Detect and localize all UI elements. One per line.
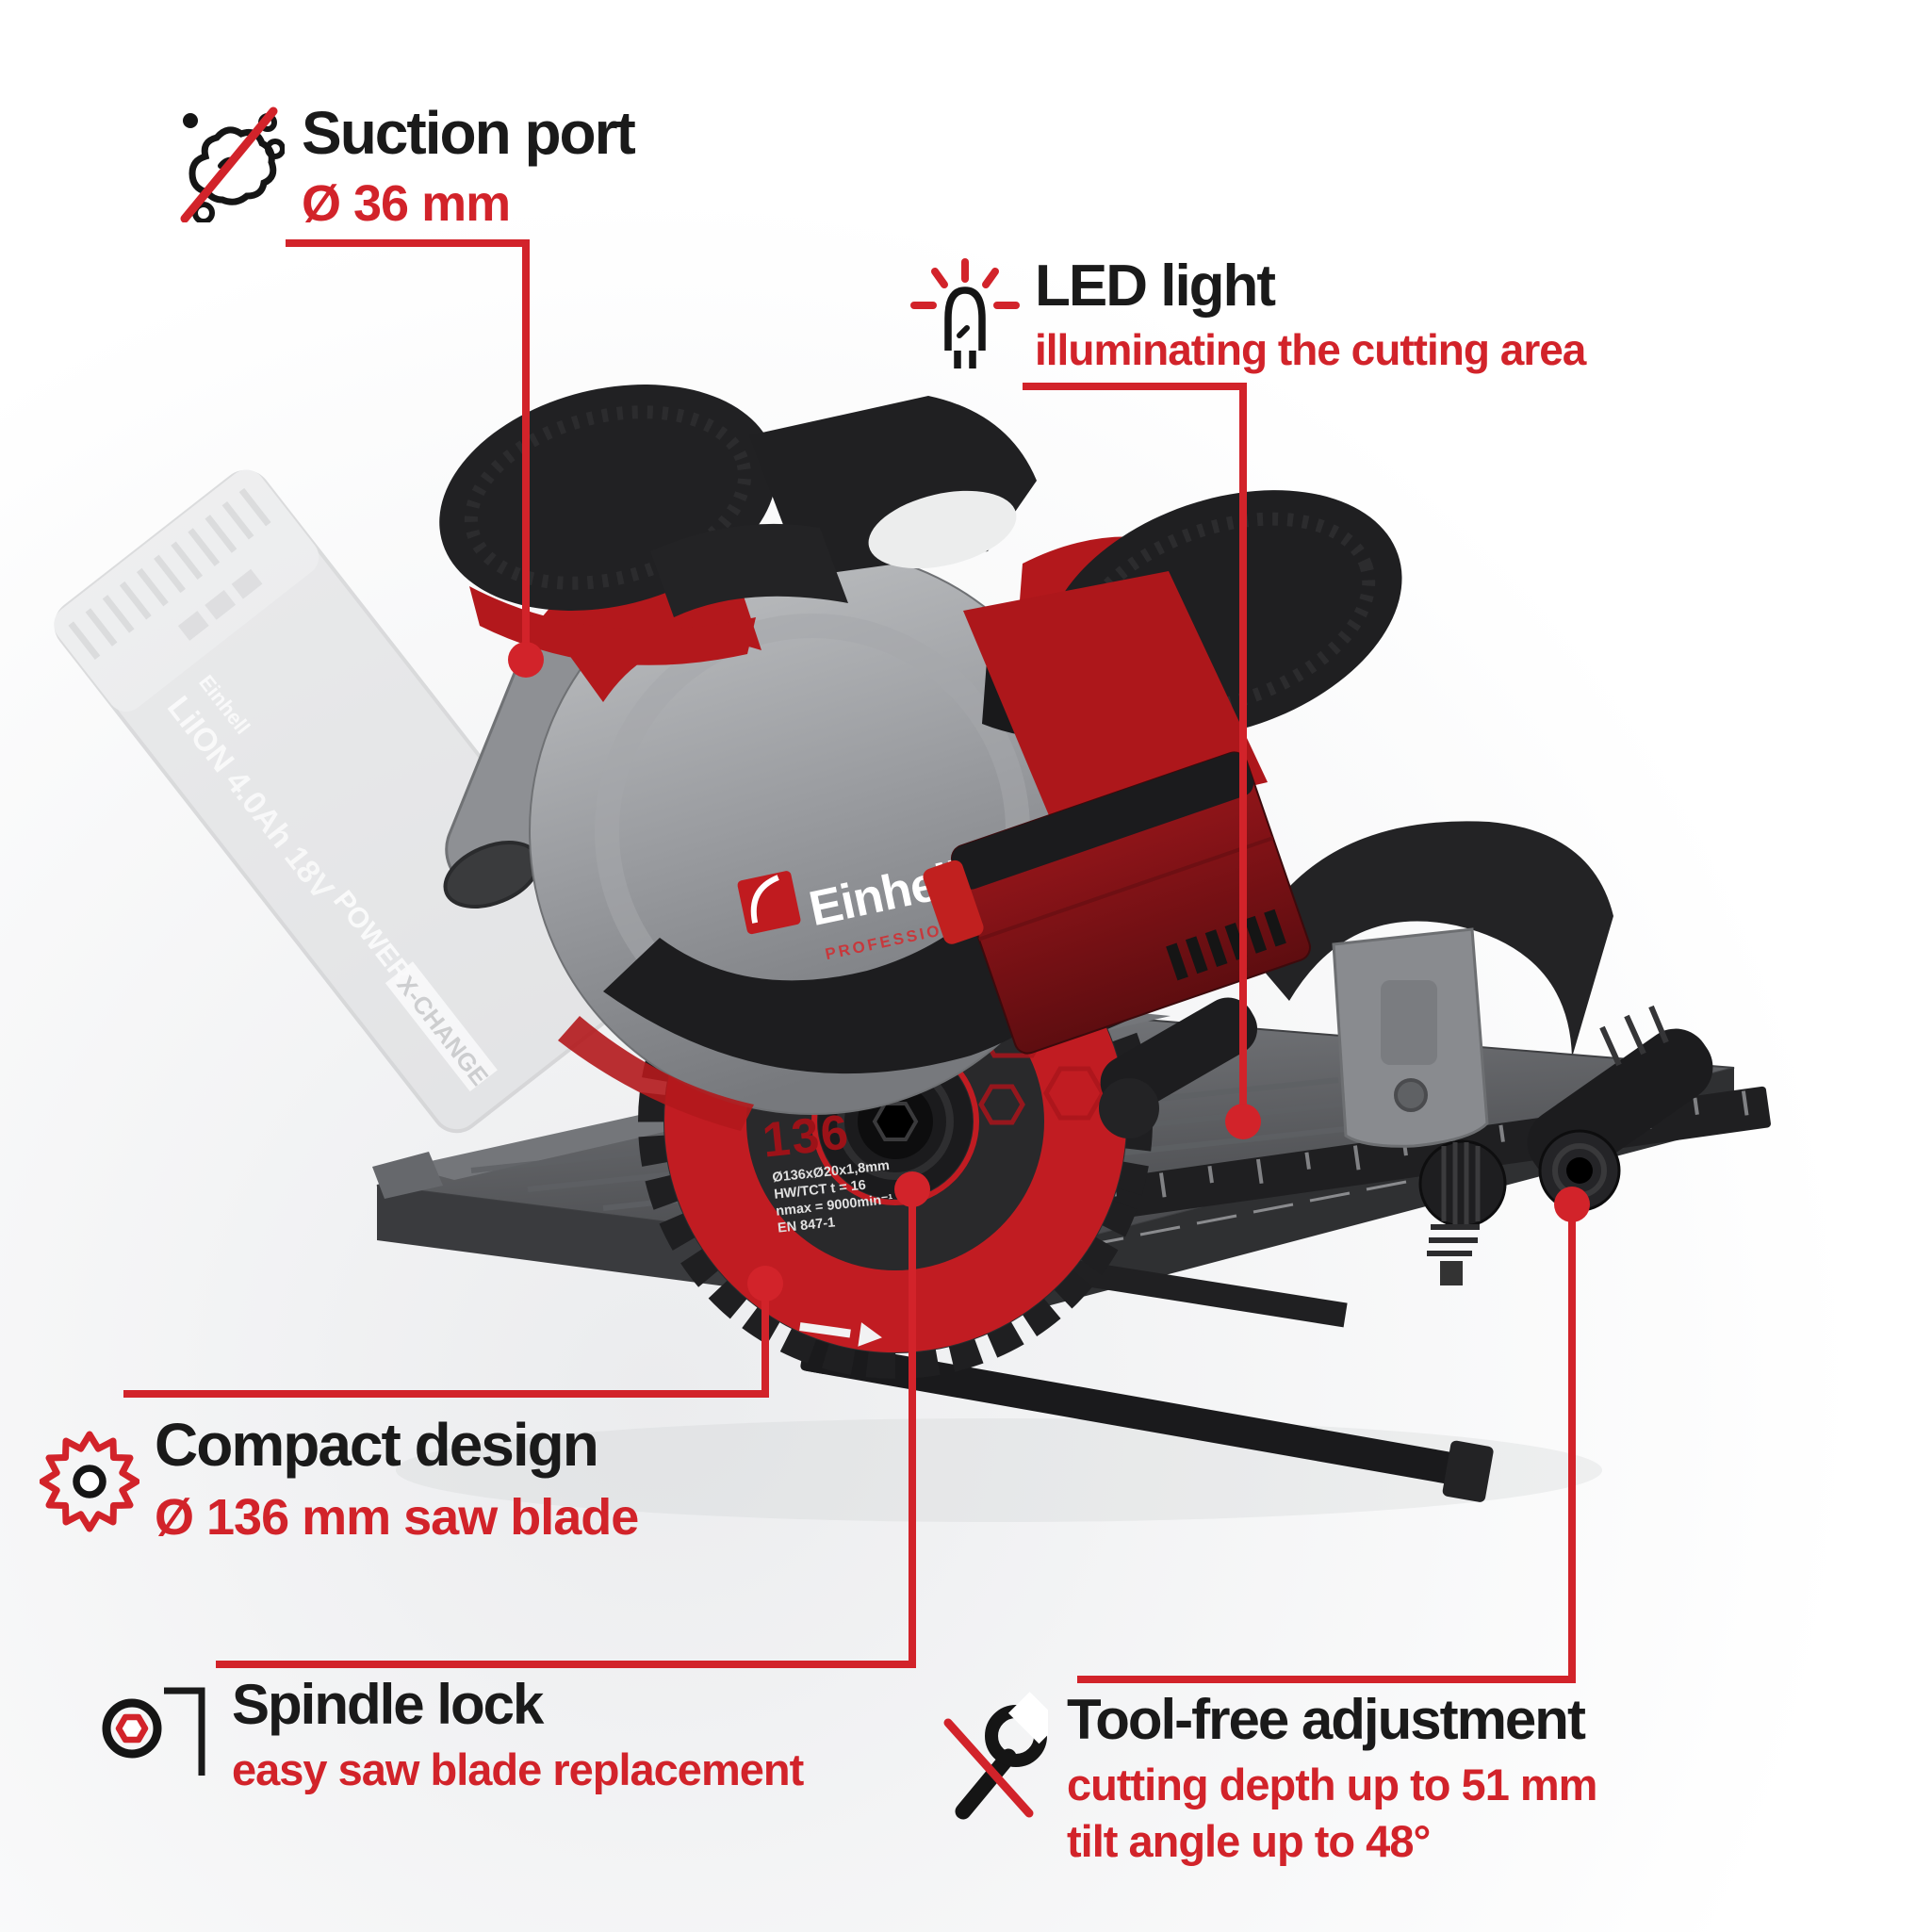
spindle-lock-bracket [164, 1687, 205, 1776]
spindle-lock-line [216, 1189, 916, 1668]
callout-led-light: LED light illuminating the cutting area [910, 254, 1586, 376]
fence-clamp-lever [1527, 1005, 1713, 1212]
saw-blade-icon [40, 1414, 139, 1542]
tool-free-line [1077, 1204, 1576, 1683]
guard-red-trim [558, 1016, 754, 1131]
tool-free-subtitle-1: cutting depth up to 51 mm [1067, 1760, 1597, 1810]
blade-spec-4: EN 847-1 [777, 1215, 836, 1236]
battery-vent-slots [68, 487, 271, 660]
callout-dots [508, 642, 1590, 1302]
tool-battery [923, 751, 1311, 1055]
tool-free-dot [1554, 1187, 1590, 1222]
handle-gap [868, 490, 1017, 569]
compact-design-title: Compact design [155, 1411, 599, 1479]
depth-clamp-lever [1099, 997, 1258, 1138]
tool-free-subtitle-2: tilt angle up to 48° [1067, 1815, 1431, 1866]
callout-spindle-lock: Spindle lock easy saw blade replacement [98, 1675, 804, 1796]
suction-port-subtitle: Ø 36 mm [302, 174, 511, 232]
blade-rotation-arrow [799, 1322, 882, 1347]
tool-free-title: Tool-free adjustment [1067, 1688, 1586, 1751]
guard-rear-arc [1246, 821, 1613, 1057]
led-light-title: LED light [1035, 254, 1276, 319]
callout-tool-free-adjustment: Tool-free adjustment cutting depth up to… [931, 1688, 1597, 1867]
suction-port-line [286, 239, 530, 660]
dust-extraction-icon [179, 102, 285, 222]
suction-port-dot [508, 642, 544, 678]
led-light-line [1023, 383, 1247, 1122]
led-bulb-icon [910, 256, 1020, 371]
callout-lines [123, 239, 1576, 1683]
led-light-dot [1225, 1104, 1261, 1139]
fence-bracket [1332, 927, 1489, 1148]
motor-housing-group: Einhell PROFESSIONAL [439, 385, 1402, 1131]
compact-design-dot [747, 1266, 783, 1302]
clamp-spring [1427, 1224, 1480, 1256]
crossed-wrench-icon [931, 1691, 1048, 1823]
ghost-battery: LiION 4.0Ah 18V Einhell POWER X-CHANGE [54, 469, 648, 1134]
front-grip-red-trim [469, 586, 756, 665]
blade-diameter: 136 [760, 1105, 852, 1168]
suction-port-title: Suction port [302, 99, 636, 167]
battery-release-button [923, 860, 984, 944]
callout-compact-design: Compact design Ø 136 mm saw blade [40, 1411, 639, 1547]
compact-design-line [123, 1284, 769, 1398]
spindle-lock-title: Spindle lock [232, 1673, 544, 1736]
battery-vents [1166, 909, 1286, 981]
fence-thumb-knob [1418, 1139, 1507, 1285]
spindle-lock-dot [894, 1171, 930, 1207]
led-light-subtitle: illuminating the cutting area [1035, 325, 1586, 375]
spindle-lock-subtitle: easy saw blade replacement [232, 1744, 804, 1795]
compact-design-subtitle: Ø 136 mm saw blade [155, 1488, 639, 1546]
callout-suction-port: Suction port Ø 36 mm [179, 99, 636, 234]
spindle-nut-icon [98, 1689, 177, 1776]
